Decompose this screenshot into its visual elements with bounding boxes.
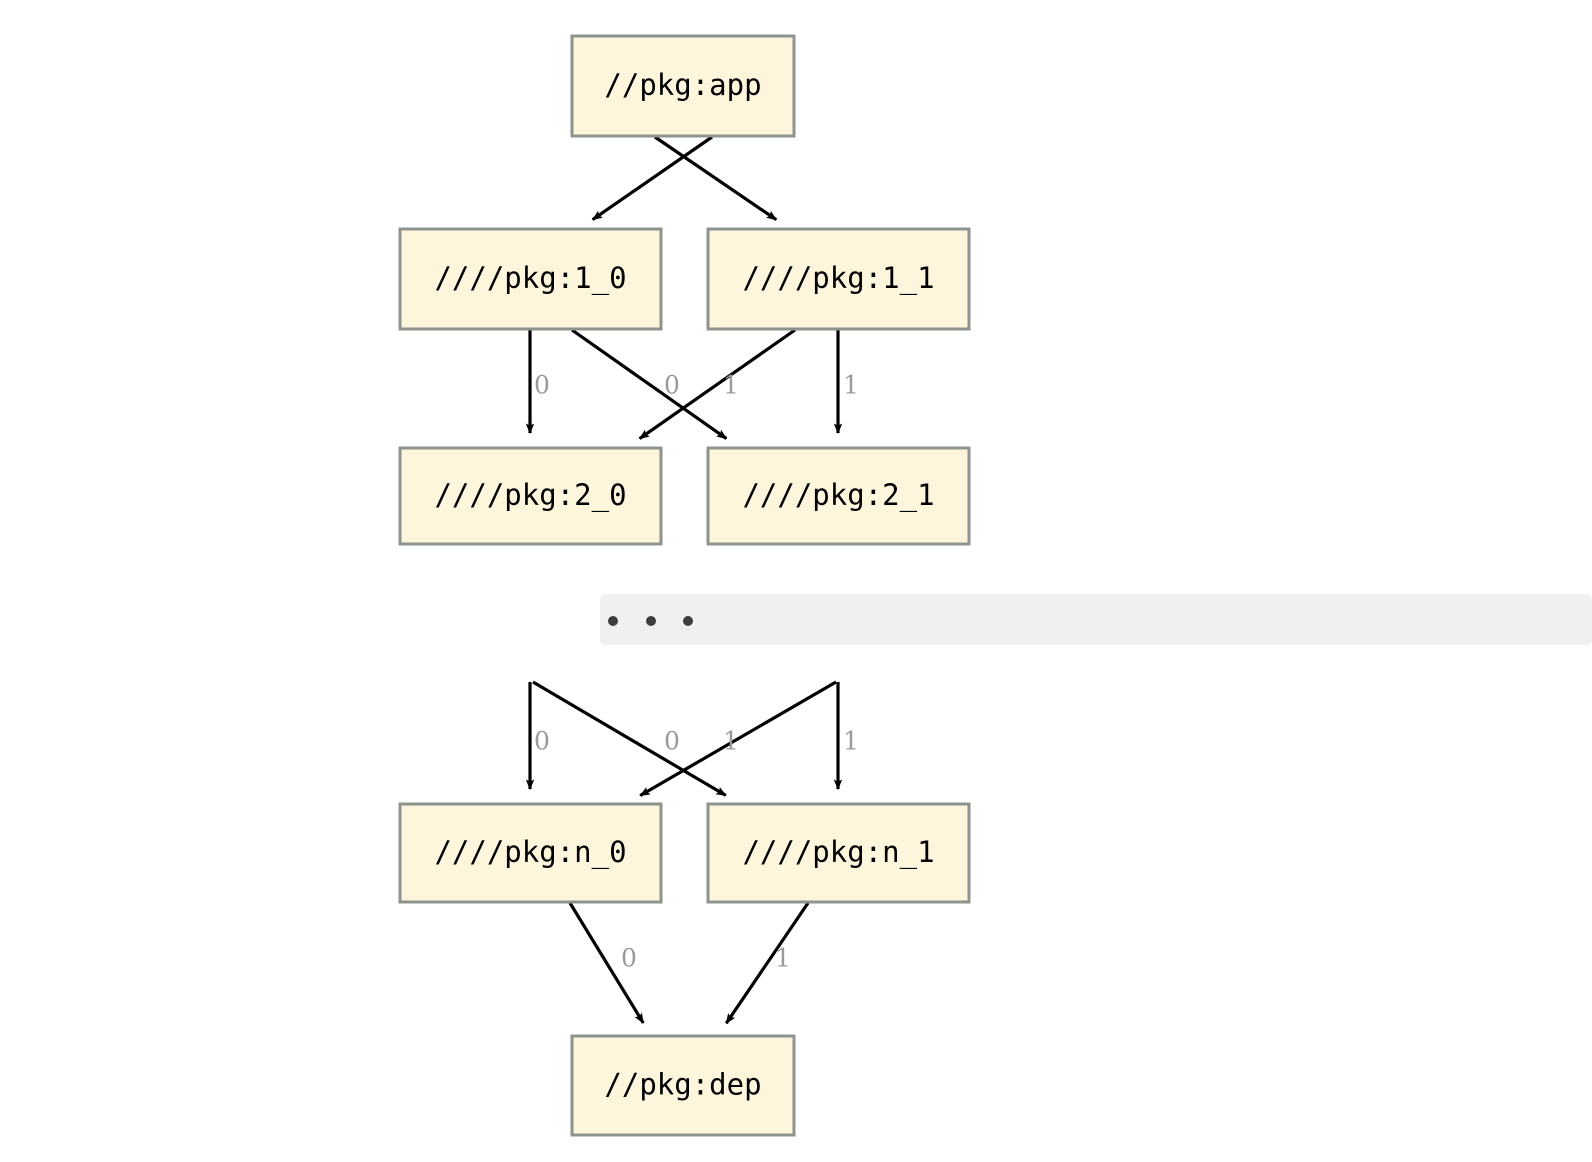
edge-1_0-2_1 <box>571 328 728 440</box>
node-box-dep[interactable] <box>570 1034 796 1137</box>
node-box-2_1[interactable] <box>706 446 971 546</box>
node-n_0[interactable]: ////pkg:n_0 <box>398 802 663 904</box>
edge-label-1_0-2_0: 0 <box>534 371 550 400</box>
node-label-2_0: ////pkg:2_0 <box>434 478 626 513</box>
node-box-1_1[interactable] <box>706 227 971 331</box>
node-label-dep: //pkg:dep <box>604 1068 761 1102</box>
truncation-strip <box>600 594 1592 645</box>
truncation-strip-layer <box>600 594 1592 645</box>
node-layer: //pkg:app ////pkg:1_0 ////pkg:1_1 ////pkg:2… <box>398 34 971 1137</box>
edge-label-1_0-2_1: 0 <box>664 371 680 400</box>
node-2_1[interactable]: ////pkg:2_1 <box>706 446 971 546</box>
node-box-n_1[interactable] <box>706 802 971 904</box>
node-box-app[interactable] <box>570 34 796 138</box>
edge-label-1_1-2_1: 1 <box>843 371 859 400</box>
node-2_0[interactable]: ////pkg:2_0 <box>398 446 663 546</box>
edge-layer <box>525 135 843 1025</box>
node-box-n_0[interactable] <box>398 802 663 904</box>
edge-1_1-2_0 <box>638 328 796 440</box>
node-label-2_1: ////pkg:2_1 <box>742 478 934 513</box>
ellipsis-dot-0 <box>608 616 618 626</box>
edge-n_1-dep <box>724 902 810 1025</box>
edge-app-1_1 <box>654 135 778 221</box>
edge-label-x-n_1b: 1 <box>843 727 859 756</box>
edge-x-n_1a <box>532 680 727 797</box>
ellipsis-dot-2 <box>683 616 693 626</box>
edge-x-n_0b <box>639 680 837 797</box>
node-box-2_0[interactable] <box>398 446 663 546</box>
node-1_0[interactable]: ////pkg:1_0 <box>398 227 663 331</box>
node-box-1_0[interactable] <box>398 227 663 331</box>
edge-label-n_0-dep: 0 <box>621 944 637 973</box>
edge-app-1_0 <box>591 135 713 221</box>
node-label-1_0: ////pkg:1_0 <box>434 261 626 296</box>
edge-label-layer: 0 0 1 1 0 0 1 1 0 1 <box>534 371 859 973</box>
ellipsis-dot-1 <box>646 616 656 626</box>
edge-label-x-n_0b: 1 <box>723 727 739 756</box>
edge-label-n_1-dep: 1 <box>775 944 791 973</box>
node-1_1[interactable]: ////pkg:1_1 <box>706 227 971 331</box>
edge-label-x-n_0: 0 <box>534 727 550 756</box>
node-label-n_1: ////pkg:n_1 <box>742 835 934 870</box>
node-label-app: //pkg:app <box>604 68 761 102</box>
node-label-1_1: ////pkg:1_1 <box>742 261 934 296</box>
edge-label-x-n_1a: 0 <box>664 727 680 756</box>
node-dep[interactable]: //pkg:dep <box>570 1034 796 1137</box>
node-app[interactable]: //pkg:app <box>570 34 796 138</box>
edge-n_0-dep <box>568 902 645 1024</box>
edge-label-1_1-2_0: 1 <box>723 371 739 400</box>
node-n_1[interactable]: ////pkg:n_1 <box>706 802 971 904</box>
node-label-n_0: ////pkg:n_0 <box>434 835 626 870</box>
